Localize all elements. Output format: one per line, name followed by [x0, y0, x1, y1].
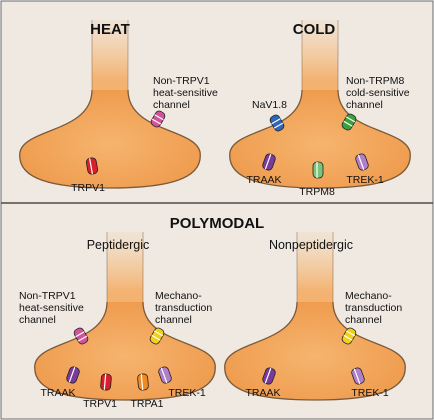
cold-traak-label: TRAAK	[246, 174, 281, 186]
nonpep-mech-label-1: Mechano-	[345, 290, 392, 302]
cold-trpm8-label: TRPM8	[299, 186, 335, 198]
cold-nontrpm8-label-1: Non-TRPM8	[346, 75, 405, 87]
nonpep-mech-label-2: transduction	[345, 302, 402, 314]
nonpep-mechano-channel-icon	[341, 327, 357, 345]
cold-trpm8-channel-icon	[312, 161, 324, 179]
pep-traak-channel-icon	[66, 366, 80, 384]
nonpep-traak-channel-icon	[262, 367, 276, 385]
pep-mech-label-3: channel	[155, 314, 192, 326]
pep-trek1-label: TREK-1	[168, 387, 206, 399]
heat-nontrpv1-label-2: heat-sensitive	[153, 87, 218, 99]
pep-trpv1-channel-icon	[100, 373, 112, 391]
cold-nav18-label: NaV1.8	[252, 99, 287, 111]
cold-trek1-channel-icon	[355, 153, 369, 171]
pep-mech-label-1: Mechano-	[155, 290, 202, 302]
pep-nontrpv1-label-3: channel	[19, 314, 56, 326]
cold-trek1-label: TREK-1	[346, 174, 384, 186]
pep-nontrpv1-label-2: heat-sensitive	[19, 302, 84, 314]
pep-trpv1-label: TRPV1	[83, 398, 117, 410]
heat-title: HEAT	[90, 21, 130, 38]
nonpep-trek1-channel-icon	[351, 367, 365, 385]
heat-nontrpv1-channel-icon	[150, 110, 166, 128]
heat-nontrpv1-label-3: channel	[153, 99, 190, 111]
cold-traak-channel-icon	[262, 153, 276, 171]
polymodal-title: POLYMODAL	[170, 215, 264, 232]
pep-traak-label: TRAAK	[40, 387, 75, 399]
pep-mechano-channel-icon	[149, 327, 165, 345]
cold-nontrpm8-label-2: cold-sensitive	[346, 87, 410, 99]
cold-nontrpm8-label-3: channel	[346, 99, 383, 111]
pep-mech-label-2: transduction	[155, 302, 212, 314]
heat-nontrpv1-label-1: Non-TRPV1	[153, 75, 210, 87]
heat-trpv1-channel-icon	[85, 157, 99, 175]
pep-nontrpv1-channel-icon	[73, 327, 89, 345]
nonpep-mech-label-3: channel	[345, 314, 382, 326]
pep-trpa1-label: TRPA1	[130, 398, 163, 410]
nonpep-traak-label: TRAAK	[245, 387, 280, 399]
heat-trpv1-label: TRPV1	[71, 182, 105, 194]
nonpeptidergic-subtitle: Nonpeptidergic	[269, 238, 353, 252]
pep-nontrpv1-label-1: Non-TRPV1	[19, 290, 76, 302]
nonpep-trek1-label: TREK-1	[351, 387, 389, 399]
pep-trek1-channel-icon	[158, 366, 172, 384]
cold-nav18-channel-icon	[269, 114, 285, 132]
cold-title: COLD	[293, 21, 336, 38]
pep-trpa1-channel-icon	[137, 373, 149, 391]
peptidergic-subtitle: Peptidergic	[87, 238, 150, 252]
cold-nontrpm8-channel-icon	[341, 113, 357, 131]
